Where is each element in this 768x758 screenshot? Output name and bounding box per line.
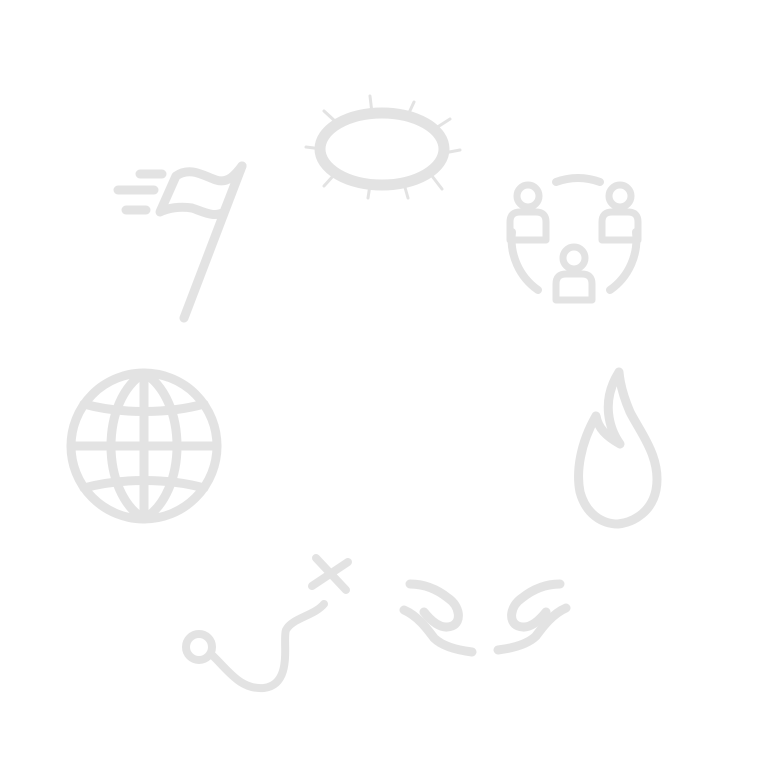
crown-of-thorns-icon — [304, 94, 462, 200]
globe-icon — [66, 368, 222, 524]
community-circle-icon — [506, 174, 642, 304]
giving-hands-icon — [399, 579, 571, 657]
journey-path-icon — [182, 554, 352, 693]
flag-icon — [113, 161, 247, 323]
flame-icon — [574, 367, 662, 529]
